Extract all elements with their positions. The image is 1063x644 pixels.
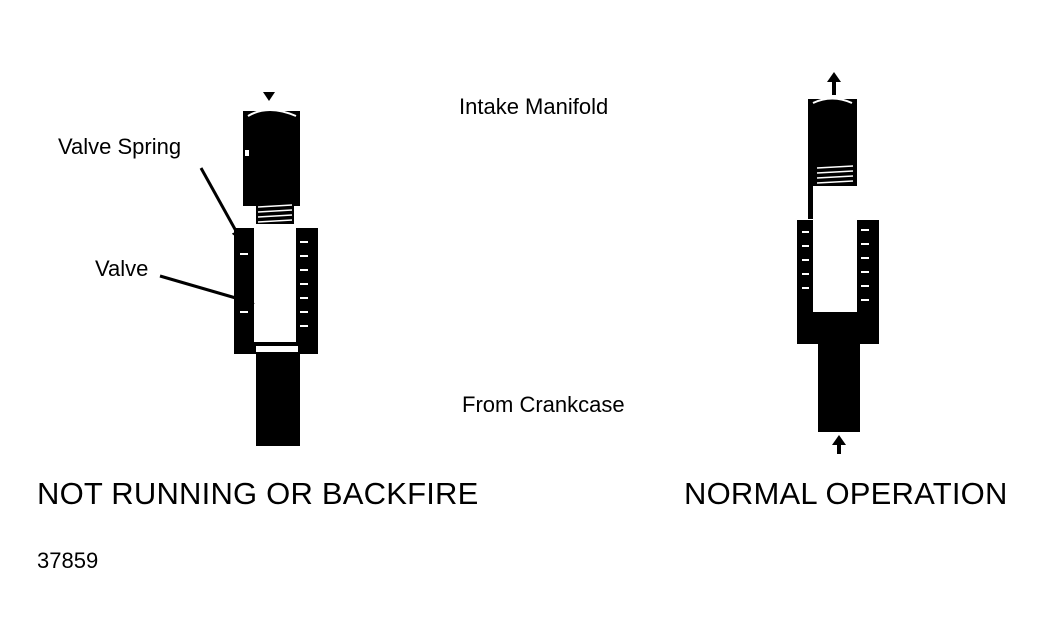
from-crankcase-label: From Crankcase <box>462 392 625 417</box>
valve-plunger <box>254 224 296 342</box>
figure-number: 37859 <box>37 548 99 573</box>
valve-plunger-open <box>813 186 857 312</box>
valve-closed-assembly <box>234 92 318 446</box>
upper-tube <box>243 111 300 206</box>
state-left-title: NOT RUNNING OR BACKFIRE <box>37 476 479 511</box>
valve-label: Valve <box>95 256 149 281</box>
arrow-down-icon <box>263 92 275 101</box>
arrow-up-icon <box>827 72 841 82</box>
valve-spring-coils-open <box>816 164 854 186</box>
valve-leader <box>159 274 255 306</box>
valve-open-assembly <box>797 72 879 454</box>
valve-spring-label: Valve Spring <box>58 134 182 159</box>
state-right-title: NORMAL OPERATION <box>684 476 1008 511</box>
arrow-up-bottom-icon <box>832 435 846 445</box>
lower-tube <box>256 354 300 446</box>
intake-manifold-label: Intake Manifold <box>459 94 609 119</box>
lower-tube-open <box>818 344 860 432</box>
valve-spring-leader <box>199 167 243 242</box>
